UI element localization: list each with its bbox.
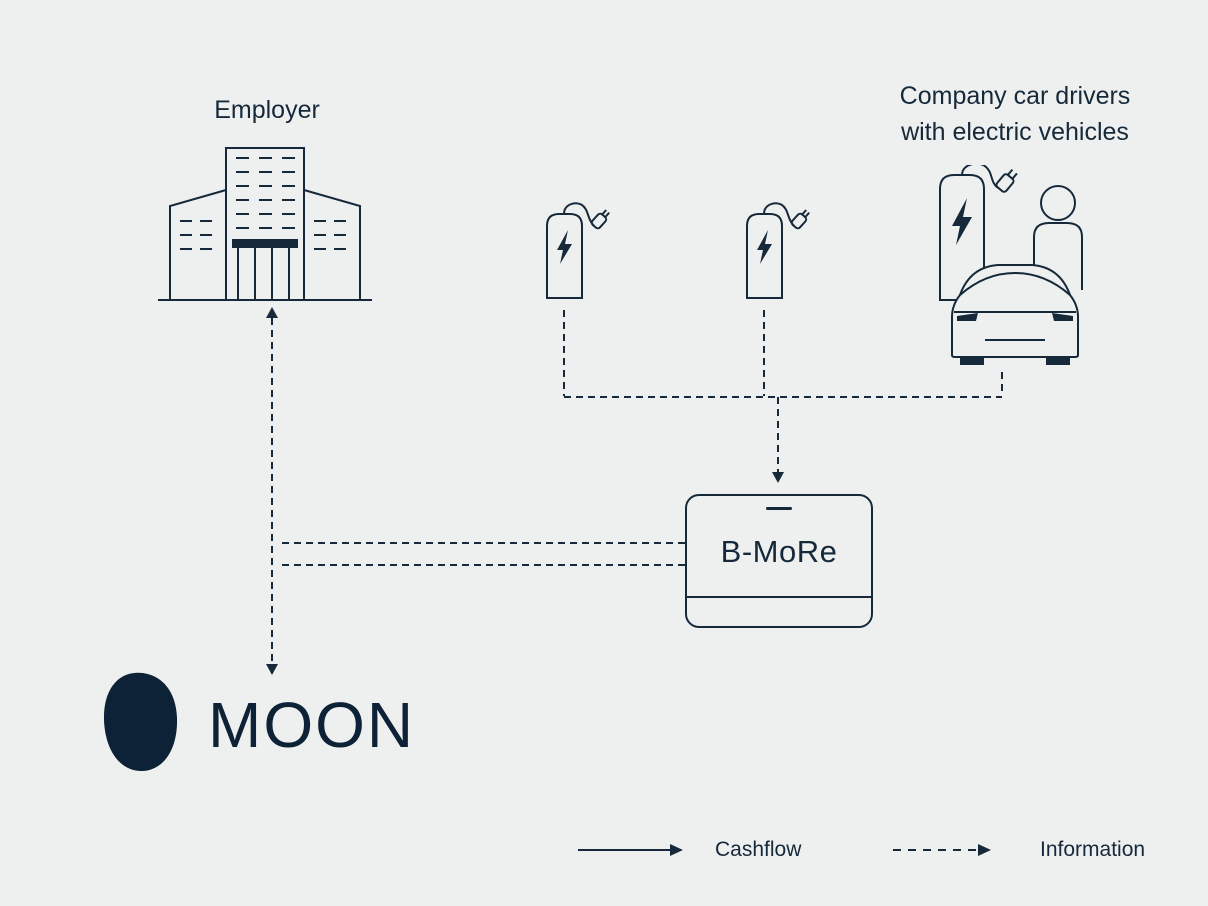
ev-charging-station-icon: [546, 202, 610, 299]
charger-cable: [961, 165, 999, 189]
arrowhead-down-to-moon: [266, 664, 278, 675]
legend-information-label: Information: [1040, 838, 1146, 861]
building-tower: [225, 147, 305, 301]
charger-bolt-icon: [557, 230, 572, 264]
charger-pillar: [746, 213, 783, 299]
device-divider: [687, 596, 871, 598]
car-left-headlight: [957, 313, 978, 321]
arrowhead-up-to-employer: [266, 307, 278, 318]
arrowhead-down-to-device: [772, 472, 784, 483]
building-tower-windows: [236, 157, 295, 229]
car-right-headlight: [1052, 313, 1073, 321]
drivers-label-line1: Company car drivers: [899, 82, 1131, 110]
building-right-wing: [303, 189, 361, 300]
driver-person-body: [1033, 222, 1083, 290]
drivers-label: Company car drivers with electric vehicl…: [855, 78, 1175, 150]
employer-label: Employer: [214, 96, 320, 124]
car-windshield: [959, 271, 1071, 296]
legend-cashflow-label: Cashflow: [715, 838, 802, 861]
charger-plug-icon: [790, 209, 810, 230]
moon-logo-icon: [103, 672, 178, 772]
building-left-windows: [180, 220, 212, 250]
building-entrance-columns: [237, 248, 290, 300]
charger-cable: [763, 202, 795, 227]
charger-pillar: [939, 174, 985, 301]
charger-cable: [563, 202, 595, 227]
moon-wordmark: MOON: [208, 689, 416, 761]
device-label: B-MoRe: [720, 534, 838, 569]
drivers-label-line2: with electric vehicles: [901, 118, 1129, 146]
solid-arrow-icon: [578, 844, 683, 856]
dashed-arrow-icon: [893, 844, 991, 856]
charger-pillar: [546, 213, 583, 299]
ev-charging-station-icon: [746, 202, 810, 299]
building-entrance-canopy: [232, 239, 298, 248]
charger-plug-icon: [590, 209, 610, 230]
driver-car-charger-group: [939, 165, 1083, 365]
charger-bolt-icon: [952, 198, 972, 245]
office-building-icon: [158, 147, 372, 301]
building-left-wing: [169, 189, 227, 300]
car-left-wheel: [960, 357, 984, 365]
device-box: B-MoRe: [685, 494, 873, 628]
moon-logo-blob: [103, 672, 178, 772]
building-right-windows: [314, 220, 346, 250]
charger-bolt-icon: [757, 230, 772, 264]
driver-person-head: [1040, 185, 1076, 221]
device-slot: [766, 507, 792, 510]
car-right-wheel: [1046, 357, 1070, 365]
charger-plug-icon: [995, 168, 1018, 193]
